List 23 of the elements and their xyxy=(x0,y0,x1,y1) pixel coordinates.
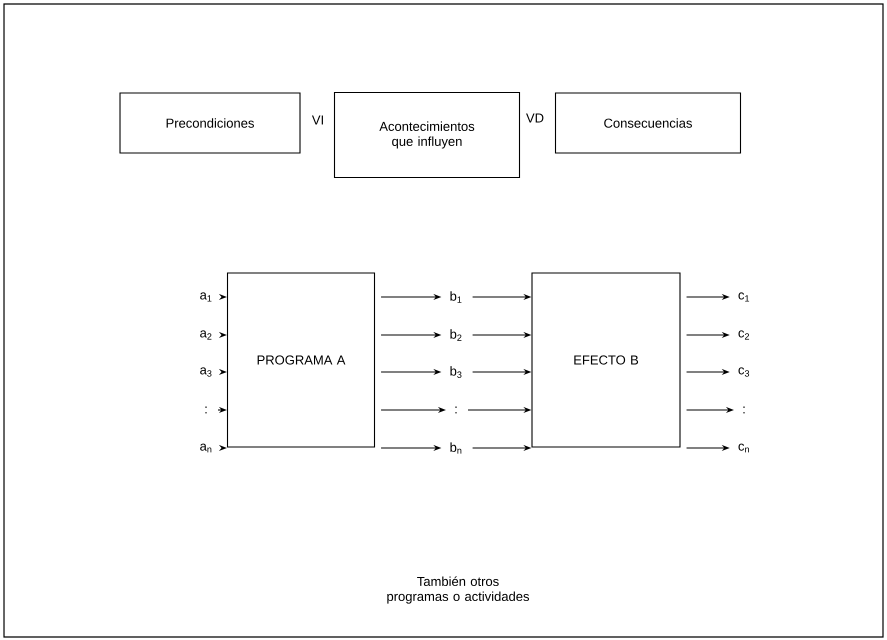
variable-label: VI xyxy=(312,116,323,124)
process-box: Consecuencias xyxy=(554,92,742,154)
variable-label: a$_{1}$ xyxy=(200,292,212,302)
variable-label: b$_{3}$ xyxy=(450,366,462,378)
variable-label: b$_{1}$ xyxy=(450,291,462,303)
variable-label: b$_{2}$ xyxy=(450,329,462,341)
note-text: También otros programas o actividades xyxy=(387,576,530,604)
variable-label: : xyxy=(205,406,207,414)
variable-label: VD xyxy=(526,114,544,122)
variable-label: a$_{n}$ xyxy=(200,444,212,452)
process-box: PROGRAMA A xyxy=(226,272,376,448)
variable-label: b$_{n}$ xyxy=(450,442,462,454)
variable-label: a$_{3}$ xyxy=(200,367,212,377)
process-box: EFECTO B xyxy=(531,272,681,448)
variable-label: c$_{2}$ xyxy=(738,330,750,340)
variable-label: c$_{n}$ xyxy=(738,444,749,452)
variable-label: : xyxy=(743,406,745,414)
variable-label: : xyxy=(455,406,457,414)
variable-label: c$_{1}$ xyxy=(738,292,750,302)
variable-label: c$_{3}$ xyxy=(738,367,750,377)
process-box: Acontecimientos que influyen xyxy=(334,92,520,178)
variable-label: a$_{2}$ xyxy=(200,330,212,340)
process-box: Precondiciones xyxy=(119,92,301,154)
